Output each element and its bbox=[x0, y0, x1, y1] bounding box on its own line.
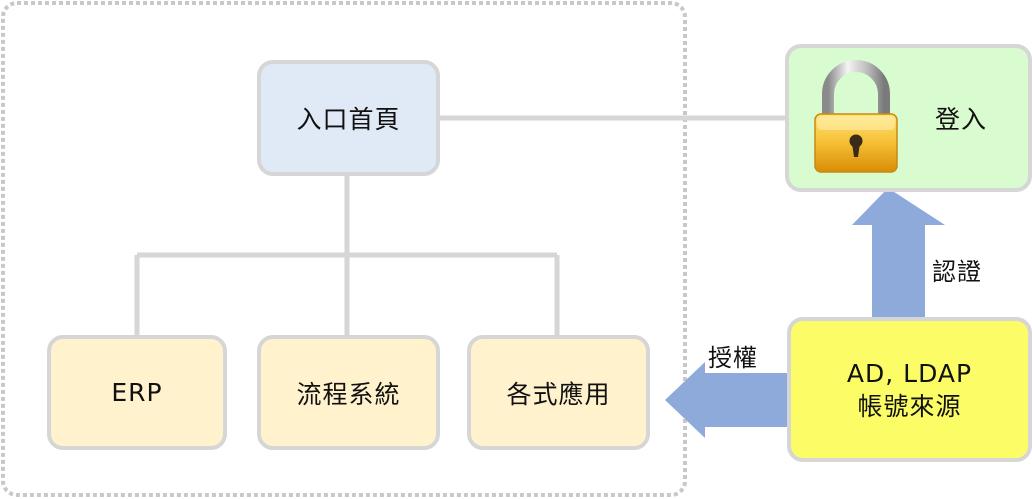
account-source-line2: 帳號來源 bbox=[857, 391, 962, 421]
authorize-arrow bbox=[665, 362, 790, 438]
apps-label: 各式應用 bbox=[506, 379, 611, 409]
account-source-node: AD, LDAP 帳號來源 bbox=[787, 317, 1032, 462]
workflow-node: 流程系統 bbox=[257, 335, 440, 450]
padlock-icon bbox=[814, 60, 898, 173]
authenticate-label: 認證 bbox=[932, 258, 982, 286]
workflow-label: 流程系統 bbox=[296, 379, 401, 409]
erp-label: ERP bbox=[111, 378, 163, 407]
portal-home-node: 入口首頁 bbox=[257, 60, 440, 176]
login-node: 登入 bbox=[785, 44, 1032, 192]
portal-home-label: 入口首頁 bbox=[296, 105, 401, 134]
apps-node: 各式應用 bbox=[467, 335, 650, 450]
tree-connectors bbox=[134, 115, 788, 337]
account-source-line1: AD, LDAP bbox=[846, 358, 973, 388]
authorize-label: 授權 bbox=[708, 344, 758, 372]
login-label: 登入 bbox=[935, 105, 988, 134]
authenticate-arrow bbox=[852, 188, 945, 318]
erp-node: ERP bbox=[47, 335, 227, 450]
